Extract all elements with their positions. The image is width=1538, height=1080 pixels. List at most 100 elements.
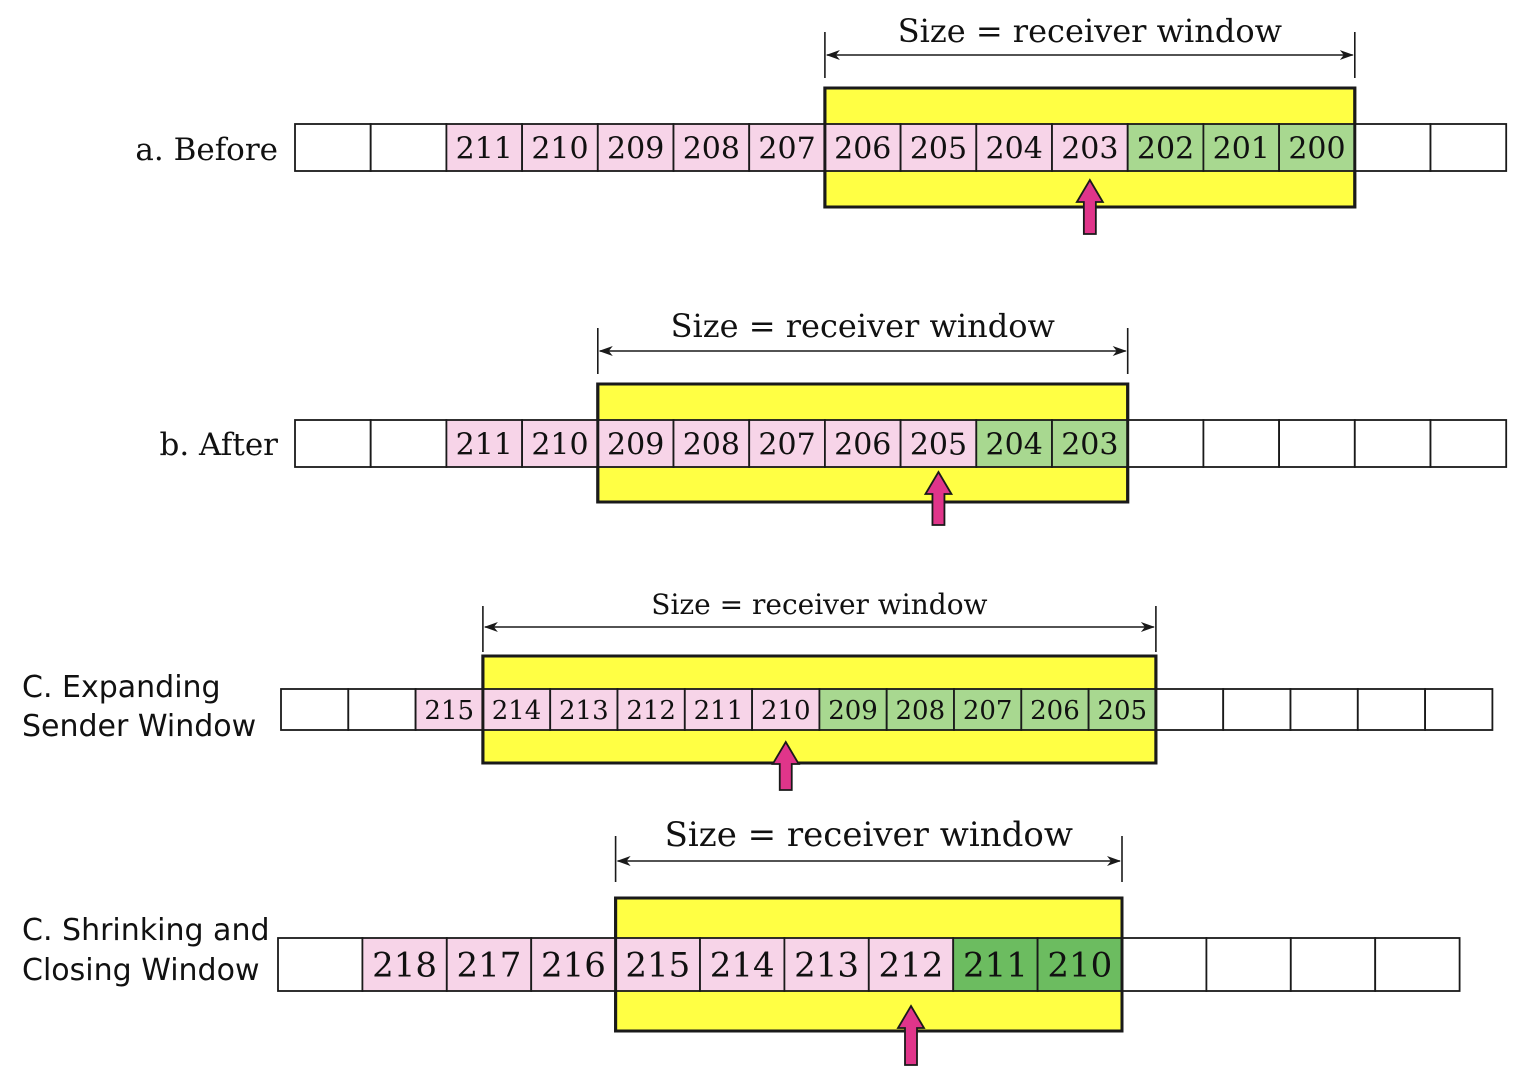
cell-pending	[481, 688, 552, 731]
cell-pending	[1051, 123, 1129, 172]
cell-pending	[616, 688, 686, 731]
cell-pending	[899, 419, 978, 468]
cell-number: 208	[683, 427, 740, 462]
cell-number: 207	[963, 696, 1013, 726]
cell-empty	[1202, 419, 1281, 468]
cell-pending	[824, 419, 902, 468]
cell-pending	[530, 937, 617, 992]
cell-empty	[347, 688, 417, 731]
cell-number: 214	[492, 696, 542, 726]
cell-number: 210	[531, 427, 588, 462]
pointer-up-arrow-icon	[923, 470, 954, 526]
cell-number: 212	[879, 946, 944, 986]
cell-number: 212	[626, 696, 676, 726]
cell-acked-dark	[952, 937, 1039, 992]
cell-number: 214	[710, 946, 775, 986]
cell-number: 203	[1061, 131, 1118, 166]
cell-empty	[280, 688, 350, 731]
cell-number: 211	[963, 946, 1028, 986]
cell-pending	[672, 123, 751, 172]
cell-empty	[1356, 688, 1427, 731]
cell-empty	[1424, 688, 1494, 731]
cell-empty	[277, 937, 364, 992]
cell-empty	[1289, 937, 1377, 992]
cell-number: 201	[1213, 131, 1270, 166]
cell-number: 205	[1097, 696, 1147, 726]
cell-empty	[1278, 419, 1356, 468]
cell-pending	[614, 937, 701, 992]
cell-empty	[1353, 123, 1432, 172]
panel-label: Sender Window	[22, 709, 256, 744]
cell-number: 208	[683, 131, 740, 166]
cell-pending	[748, 419, 826, 468]
cell-empty	[294, 123, 372, 172]
panel-label: C. Shrinking and	[22, 913, 270, 948]
pointer-up-arrow-icon	[771, 740, 801, 791]
cell-empty	[1121, 937, 1208, 992]
cell-empty	[369, 123, 448, 172]
cell-pending	[899, 123, 978, 172]
cell-number: 211	[456, 131, 513, 166]
receiver-window-border	[614, 896, 1124, 1033]
cell-number: 218	[372, 946, 437, 986]
cell-number: 216	[541, 946, 606, 986]
size-label: Size = receiver window	[898, 12, 1282, 50]
pointer-up-arrow-icon	[896, 1004, 926, 1066]
cell-number: 205	[910, 427, 967, 462]
cell-number: 213	[794, 946, 859, 986]
cell-acked	[1051, 419, 1129, 468]
cell-pending	[521, 419, 599, 468]
cell-empty	[1374, 937, 1461, 992]
cell-number: 209	[607, 131, 664, 166]
cell-empty	[294, 419, 372, 468]
cell-pending	[361, 937, 448, 992]
panel-label: b. After	[160, 427, 279, 463]
cell-acked	[1020, 688, 1090, 731]
cell-number: 202	[1137, 131, 1194, 166]
cell-number: 209	[828, 696, 878, 726]
cell-empty	[1222, 688, 1292, 731]
cell-number: 211	[694, 696, 744, 726]
cell-pending	[783, 937, 870, 992]
cell-number: 206	[834, 131, 891, 166]
cell-number: 206	[1030, 696, 1080, 726]
receiver-window-border	[481, 654, 1158, 765]
cell-pending	[549, 688, 619, 731]
panel-label: a. Before	[135, 132, 278, 168]
cell-pending	[445, 937, 533, 992]
cell-number: 210	[1047, 946, 1112, 986]
cell-number: 215	[424, 696, 474, 726]
cell-number: 211	[456, 427, 513, 462]
cell-pending	[445, 419, 523, 468]
cell-acked	[1278, 123, 1356, 172]
cell-pending	[975, 123, 1053, 172]
cell-number: 204	[986, 131, 1043, 166]
cell-acked	[975, 419, 1053, 468]
cell-number: 209	[607, 427, 664, 462]
cell-pending	[748, 123, 826, 172]
cell-number: 210	[531, 131, 588, 166]
cell-acked	[1087, 688, 1157, 731]
cell-number: 213	[559, 696, 609, 726]
cell-number: 207	[758, 131, 815, 166]
cell-acked	[1202, 123, 1281, 172]
cell-empty	[1289, 688, 1359, 731]
panel-label: Closing Window	[22, 953, 259, 988]
cell-empty	[1126, 419, 1205, 468]
size-label: Size = receiver window	[671, 307, 1055, 345]
cell-acked	[953, 688, 1023, 731]
size-label: Size = receiver window	[665, 815, 1073, 855]
cell-empty	[369, 419, 448, 468]
cell-number: 204	[986, 427, 1043, 462]
size-label: Size = receiver window	[651, 588, 987, 621]
cell-pending	[445, 123, 523, 172]
cell-number: 215	[625, 946, 690, 986]
cell-number: 207	[758, 427, 815, 462]
cell-empty	[1429, 419, 1508, 468]
cell-number: 200	[1288, 131, 1345, 166]
cell-number: 205	[910, 131, 967, 166]
